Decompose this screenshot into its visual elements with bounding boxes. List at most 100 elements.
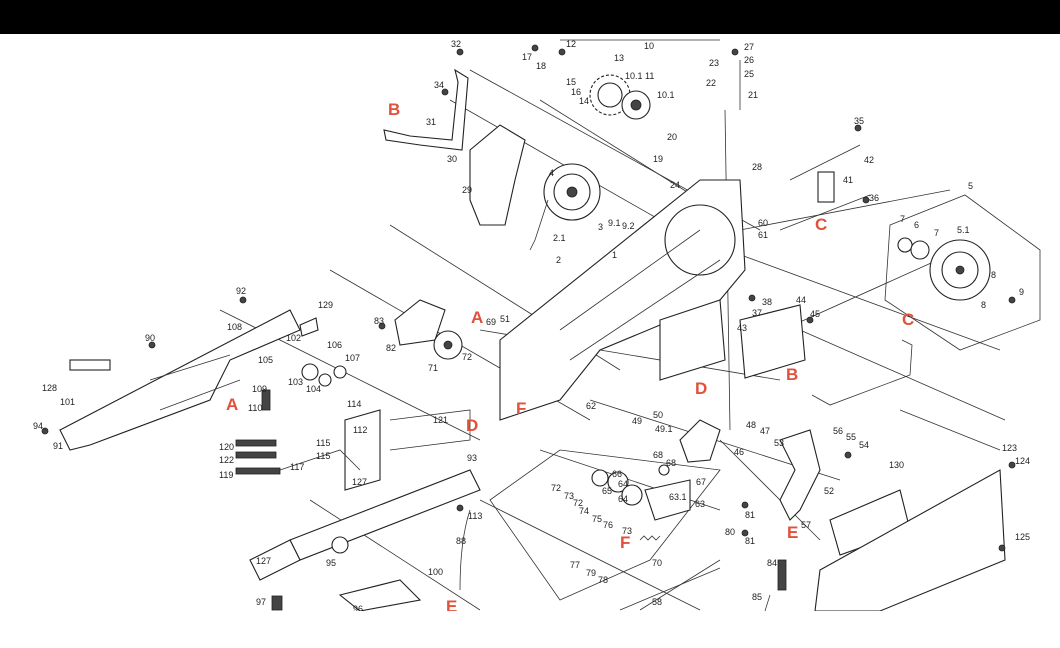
- part-number-label: 6: [914, 220, 919, 230]
- part-number-label: 84: [767, 558, 777, 568]
- part-number-label: 26: [744, 55, 754, 65]
- part-number-label: 46: [734, 447, 744, 457]
- part-number-label: 43: [737, 323, 747, 333]
- part-number-label: 8: [991, 270, 996, 280]
- part-number-label: 74: [579, 506, 589, 516]
- part-plate-114: [344, 409, 471, 491]
- part-number-label: 10.1: [657, 90, 675, 100]
- part-number-label: 20: [667, 132, 677, 142]
- part-number-label: 23: [709, 58, 719, 68]
- part-number-label: 102: [286, 333, 301, 343]
- part-number-label: 51: [500, 314, 510, 324]
- part-number-label: 112: [353, 425, 367, 435]
- part-number-label: 10.1: [625, 71, 643, 81]
- part-number-label: 41: [843, 175, 853, 185]
- part-number-label: 2.1: [553, 233, 566, 243]
- part-number-label: 104: [306, 384, 321, 394]
- part-number-label: 107: [345, 353, 360, 363]
- part-number-label: 4: [549, 168, 554, 178]
- part-number-label: 45: [810, 309, 820, 319]
- section-letter-label: F: [620, 533, 630, 552]
- part-lever-52: [779, 429, 821, 521]
- part-number-label: 7: [900, 214, 905, 224]
- part-number-label: 28: [752, 162, 762, 172]
- part-number-label: 93: [467, 453, 477, 463]
- part-number-label: 47: [760, 426, 770, 436]
- section-letter-label: E: [787, 523, 798, 542]
- part-number-label: 49: [632, 416, 642, 426]
- part-number-label: 27: [744, 42, 754, 52]
- section-letter-label: C: [815, 215, 827, 234]
- part-number-label: 68: [653, 450, 663, 460]
- part-number-label: 8: [981, 300, 986, 310]
- part-number-label: 5.1: [957, 225, 970, 235]
- part-number-label: 120: [219, 442, 234, 452]
- part-number-label: 53: [774, 438, 784, 448]
- part-number-label: 37: [752, 308, 762, 318]
- part-number-label: 100: [428, 567, 443, 577]
- part-number-label: 34: [434, 80, 444, 90]
- part-motor: [529, 163, 601, 251]
- part-number-label: 76: [603, 520, 613, 530]
- part-cable-C: [811, 339, 913, 406]
- screw-icons: [41, 44, 1016, 552]
- part-number-label: 82: [386, 343, 396, 353]
- part-number-label: 92: [236, 286, 246, 296]
- part-number-label: 97: [256, 597, 266, 607]
- part-spring-70: [639, 535, 661, 541]
- part-number-label: 68: [666, 458, 676, 468]
- part-number-label: 7: [934, 228, 939, 238]
- part-number-label: 21: [748, 90, 758, 100]
- part-shaft-58: [619, 567, 721, 611]
- part-plate-43: [659, 299, 726, 381]
- part-number-label: 81: [745, 536, 755, 546]
- part-shafts: [779, 144, 871, 231]
- part-number-label: 57: [801, 520, 811, 530]
- part-number-label: 64: [618, 479, 628, 489]
- part-number-label: 25: [744, 69, 754, 79]
- part-number-label: 94: [33, 421, 43, 431]
- part-number-label: 63: [695, 499, 705, 509]
- part-number-label: 60: [758, 218, 768, 228]
- part-number-label: 52: [824, 486, 834, 496]
- part-number-label: 73: [564, 491, 574, 501]
- part-number-label: 32: [451, 39, 461, 49]
- part-rail-122: [235, 439, 361, 475]
- part-number-label: 123: [1002, 443, 1017, 453]
- part-sprocket-wheel-5: [884, 194, 1041, 351]
- part-number-label: 115: [316, 451, 330, 461]
- part-rollers: [261, 317, 347, 411]
- part-number-label: 11: [645, 71, 654, 81]
- part-cover-123: [814, 469, 1006, 611]
- part-number-label: 108: [227, 322, 242, 332]
- part-cover-29: [469, 124, 526, 226]
- part-number-label: 73: [622, 526, 632, 536]
- section-letter-label: F: [516, 399, 526, 418]
- part-number-label: 91: [53, 441, 63, 451]
- part-number-label: 127: [256, 556, 271, 566]
- part-number-label: 19: [653, 154, 663, 164]
- part-number-label: 90: [145, 333, 155, 343]
- part-number-label: 65: [602, 486, 612, 496]
- part-cable-88: [459, 509, 471, 591]
- part-number-label: 24: [670, 180, 680, 190]
- part-gear-13: [589, 74, 651, 120]
- part-number-label: 2: [556, 255, 561, 265]
- part-lever-49: [679, 419, 721, 463]
- part-number-label: 35: [854, 116, 864, 126]
- part-number-label: 9.1: [608, 218, 621, 228]
- part-number-label: 85: [752, 592, 762, 602]
- part-number-label: 79: [586, 568, 596, 578]
- part-number-label: 5: [968, 181, 973, 191]
- part-gear-train: [489, 449, 721, 601]
- part-number-label: 83: [374, 316, 384, 326]
- part-number-label: 64: [618, 494, 628, 504]
- part-tape-guide-93: [249, 469, 481, 581]
- part-number-label: 14: [579, 96, 589, 106]
- part-number-label: 110: [248, 403, 262, 413]
- part-number-label: 109: [252, 384, 267, 394]
- part-number-label: 48: [746, 420, 756, 430]
- part-number-label: 113: [468, 511, 482, 521]
